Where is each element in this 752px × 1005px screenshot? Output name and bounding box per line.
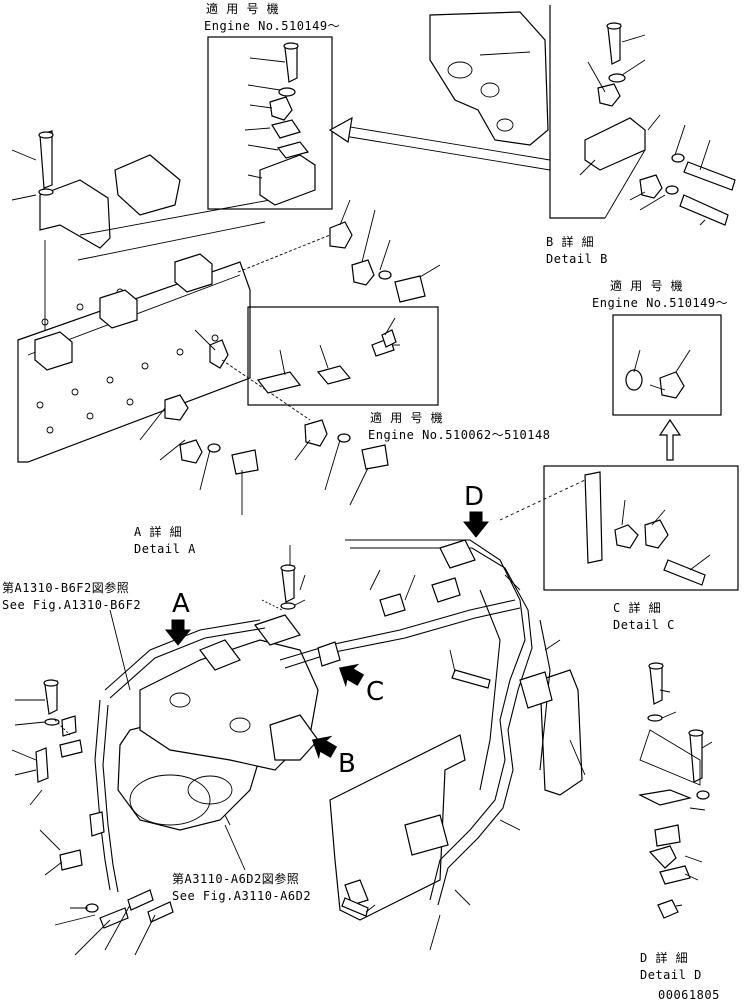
detail-b-assembly: B 詳 細 Detail B <box>429 5 736 266</box>
figure-number: 00061805 <box>658 988 720 1002</box>
applicability-box-top: 適 用 号 機 Engine No.510149～ <box>204 1 340 210</box>
detail-c-jp: C 詳 細 <box>613 600 661 615</box>
reference-fig2-leader <box>224 824 246 871</box>
applicability-jp-mid: 適 用 号 機 <box>370 410 443 425</box>
view-arrow-d: D <box>462 482 490 538</box>
view-arrow-a: A <box>164 589 192 646</box>
applicability-en-right: Engine No.510149～ <box>592 296 728 310</box>
view-arrow-b-letter: B <box>338 749 356 779</box>
detail-d-assembly: D 詳 細 Detail D <box>638 662 713 982</box>
reference-fig1-jp: 第A1310-B6F2図参照 <box>2 580 129 595</box>
detail-d-en: Detail D <box>640 968 702 982</box>
applicability-jp-right: 適 用 号 機 <box>610 278 683 293</box>
reference-fig1-leader <box>109 609 131 691</box>
detail-c-en: Detail C <box>613 618 675 632</box>
view-arrow-b: B <box>311 735 356 779</box>
view-arrow-d-letter: D <box>464 482 484 512</box>
applicability-box-right: 適 用 号 機 Engine No.510149～ <box>592 278 728 461</box>
detail-c-assembly: C 詳 細 Detail C <box>499 465 739 632</box>
applicability-jp-top: 適 用 号 機 <box>206 1 279 16</box>
reference-fig2-jp: 第A3110-A6D2図参照 <box>172 871 299 886</box>
detail-a-jp: A 詳 細 <box>134 524 182 539</box>
view-arrow-c: C <box>338 663 384 707</box>
reference-fig1-en: See Fig.A1310-B6F2 <box>2 598 141 612</box>
detail-a-assembly <box>11 130 441 515</box>
applicability-en-top: Engine No.510149～ <box>204 19 340 33</box>
detail-b-jp: B 詳 細 <box>546 234 594 249</box>
detail-b-en: Detail B <box>546 252 608 266</box>
applicability-box-mid: 適 用 号 機 Engine No.510062～510148 <box>247 306 550 442</box>
view-arrow-c-letter: C <box>366 677 384 707</box>
main-engine-harness-assembly <box>11 539 586 956</box>
applicability-en-mid: Engine No.510062～510148 <box>368 428 550 442</box>
reference-fig2-en: See Fig.A3110-A6D2 <box>172 889 311 903</box>
detail-a-en: Detail A <box>134 542 196 556</box>
detail-d-jp: D 詳 細 <box>640 950 688 965</box>
view-arrow-a-letter: A <box>172 589 190 619</box>
